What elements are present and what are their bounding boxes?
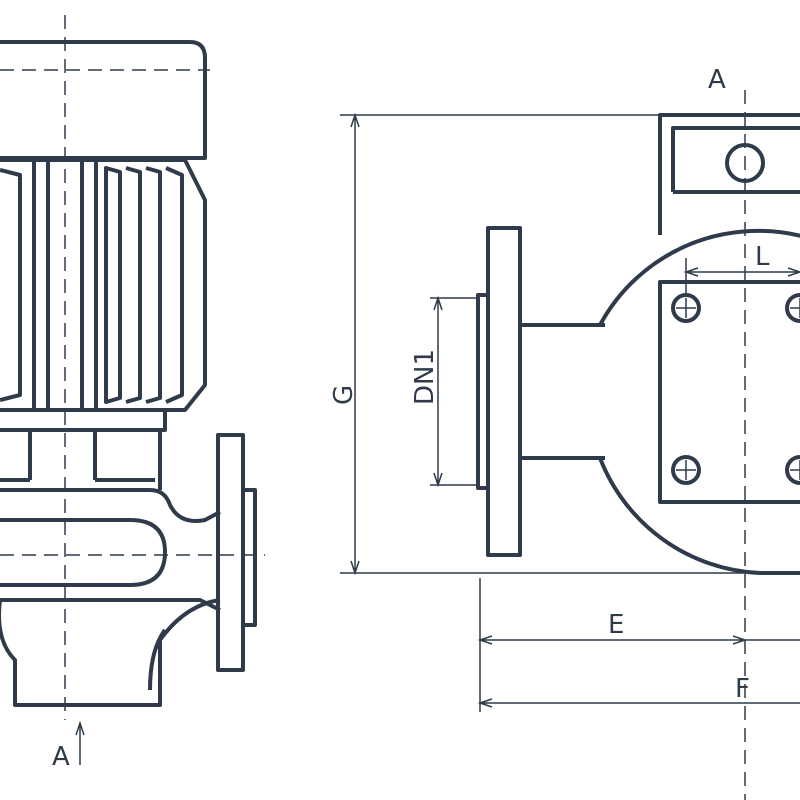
- side-view-pump: A: [0, 15, 265, 772]
- terminal-box: [658, 113, 800, 235]
- inlet-pipe: [520, 323, 605, 460]
- section-arrow: [75, 720, 85, 765]
- e-label: E: [608, 610, 624, 640]
- motor-fins: [0, 158, 207, 412]
- motor-cap: [0, 40, 207, 160]
- motor-neck: [0, 408, 167, 432]
- bracket: [0, 428, 162, 490]
- e-dimension-line: [477, 635, 800, 645]
- g-extension-lines: [340, 114, 800, 574]
- outlet-flange: [216, 433, 257, 672]
- volute-casing: [598, 228, 800, 575]
- dn1-label: DN1: [410, 349, 440, 405]
- f-label: F: [735, 674, 750, 704]
- pump-housing: [0, 488, 221, 707]
- g-dimension-line: [350, 112, 360, 576]
- g-label: G: [329, 385, 359, 405]
- mounting-plate: [658, 280, 800, 504]
- bolt-holes: [671, 293, 800, 485]
- dn1-dimension-line: [433, 295, 443, 488]
- inlet-flange: [476, 226, 522, 557]
- section-label-bottom: A: [52, 742, 70, 772]
- front-view-pump: G DN1 L A E F: [329, 65, 800, 800]
- section-label-top: A: [708, 65, 726, 95]
- l-label: L: [755, 242, 770, 272]
- l-dimension-line: [683, 258, 800, 295]
- f-dimension-line: [477, 698, 800, 708]
